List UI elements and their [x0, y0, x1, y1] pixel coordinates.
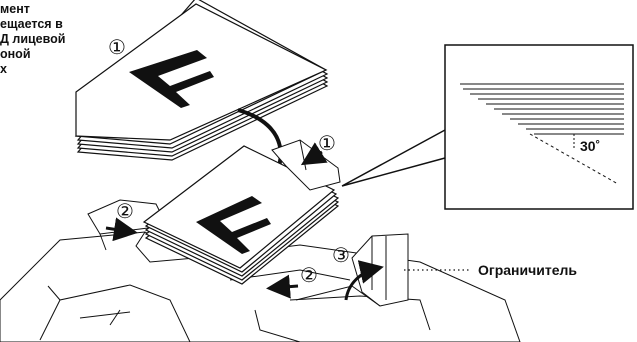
step-marker-two-left: ②: [116, 201, 134, 223]
inset-frame: [444, 44, 634, 210]
caption-line-1: мент: [0, 2, 30, 16]
right-guide-arrow: [266, 274, 299, 299]
guide-arrow: [300, 142, 328, 166]
left-guide-arrow: [105, 217, 138, 242]
step-marker-two-right: ②: [300, 265, 318, 287]
step-marker-one-top: ①: [108, 37, 126, 59]
stopper-label: Ограничитель: [478, 262, 577, 278]
curved-arrow-up-icon: [344, 260, 384, 301]
f-orientation-mark-top: [129, 50, 214, 108]
step-marker-one-guide: ①: [318, 133, 336, 155]
f-orientation-mark-middle: [196, 196, 271, 254]
inset-angle-label: 30˚: [580, 138, 600, 154]
caption-line-3: Д лицевой: [0, 32, 66, 46]
caption-line-5: х: [0, 62, 7, 76]
caption-line-4: оной: [0, 47, 31, 61]
inset-stacked-sheets: [460, 83, 624, 135]
instruction-caption: мент ещается в Д лицевой оной х: [0, 2, 130, 77]
step-marker-three: ③: [332, 245, 350, 267]
inset-detail: [341, 44, 634, 210]
inset-callout-pointer: [341, 129, 446, 187]
inset-angle-line: [529, 133, 619, 185]
caption-line-2: ещается в: [0, 17, 63, 31]
